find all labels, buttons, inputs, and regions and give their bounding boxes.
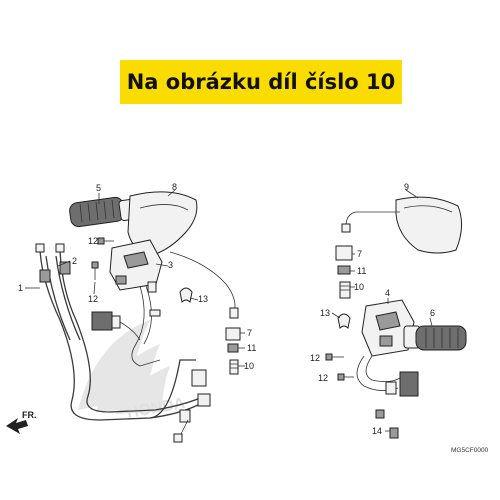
left-clamp [179,287,193,304]
callout-12-lower-left: 12 [88,294,98,304]
left-bolts [91,237,114,280]
callout-7-right: 7 [357,249,362,259]
right-mirror-base [335,245,353,299]
callout-11-left: 11 [247,343,256,353]
callout-10-left: 10 [244,361,254,371]
throttle-grip [69,196,136,228]
callout-9: 9 [404,182,409,192]
callout-5: 5 [96,183,101,193]
callout-11-right: 11 [357,266,366,276]
direction-label: FR. [22,410,37,420]
callout-8: 8 [172,182,177,192]
right-switch-housing [356,299,419,419]
callout-1: 1 [18,283,23,293]
callout-13-right: 13 [320,308,330,318]
callout-labels: 1 2 3 4 5 6 7 7 8 9 10 10 11 11 12 12 12… [18,182,435,436]
right-grip [403,325,467,351]
callout-10-right: 10 [354,282,364,292]
diagram-code: MG5CF0000 [451,447,489,454]
left-switch-housing [91,239,163,367]
part-number-banner: Na obrázku díl číslo 10 [120,60,402,104]
callout-2: 2 [72,256,77,266]
right-small-parts [325,313,399,439]
callout-12-lower-right: 12 [318,373,328,383]
front-direction-arrow: FR. [6,410,37,434]
throttle-cables [35,243,211,443]
callout-14: 14 [372,426,382,436]
callout-13-left: 13 [198,294,208,304]
banner-text: Na obrázku díl číslo 10 [126,70,396,94]
callout-12-upper-right: 12 [310,353,320,363]
callout-3: 3 [168,260,173,270]
right-mirror [341,196,462,254]
left-mirror-base [225,327,241,375]
callout-4: 4 [385,288,390,298]
callout-leaders [25,189,433,432]
callout-12-upper-left: 12 [88,236,98,246]
callout-7-left: 7 [247,328,252,338]
callout-6: 6 [430,308,435,318]
